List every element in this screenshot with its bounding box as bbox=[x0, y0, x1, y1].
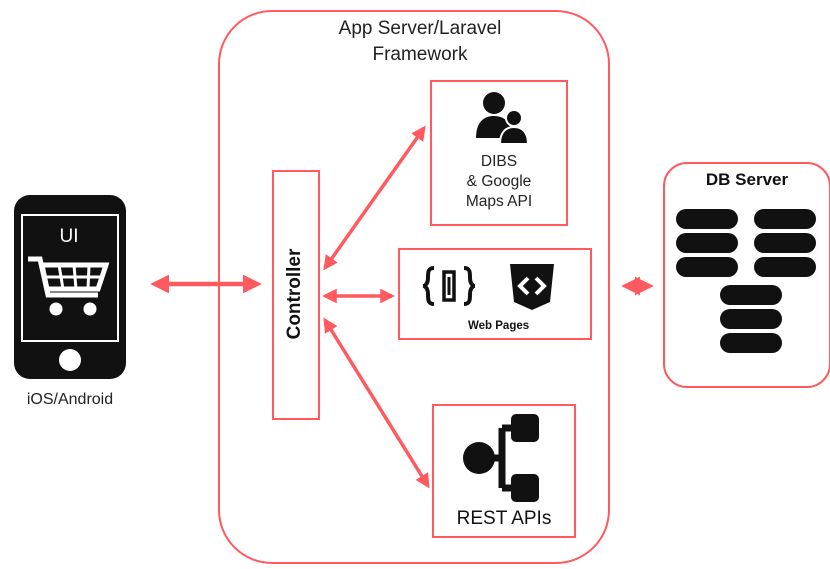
controller-rest-arrow bbox=[323, 317, 430, 489]
code-brackets-icon bbox=[423, 266, 475, 306]
controller-dibs-arrow bbox=[323, 125, 426, 271]
rest-service-box bbox=[432, 404, 576, 538]
app-server-container bbox=[218, 10, 610, 564]
database-cylinder-right bbox=[754, 209, 816, 277]
database-stack-icon bbox=[676, 209, 816, 353]
database-cylinder-bottom bbox=[720, 285, 782, 353]
dibs-service-label: DIBS & Google Maps API bbox=[465, 153, 533, 210]
network-hierarchy-icon bbox=[463, 414, 539, 502]
rest-service-label: REST APIs bbox=[456, 508, 552, 529]
webpages-service-label: Web Pages bbox=[468, 320, 530, 332]
dibs-service-box bbox=[430, 80, 568, 226]
platform-label: iOS/Android bbox=[26, 391, 114, 408]
app-server-title: App Server/Laravel Framework bbox=[338, 18, 502, 65]
controller-box bbox=[272, 170, 320, 420]
database-cylinder-left bbox=[676, 209, 738, 277]
html-code-icon bbox=[510, 264, 554, 310]
ui-label: UI bbox=[59, 226, 79, 247]
users-icon bbox=[476, 92, 530, 145]
shopping-cart-icon bbox=[28, 256, 110, 316]
controller-label: Controller bbox=[284, 248, 305, 340]
webpages-service-box bbox=[398, 248, 592, 340]
db-server-title: DB Server bbox=[705, 170, 789, 189]
